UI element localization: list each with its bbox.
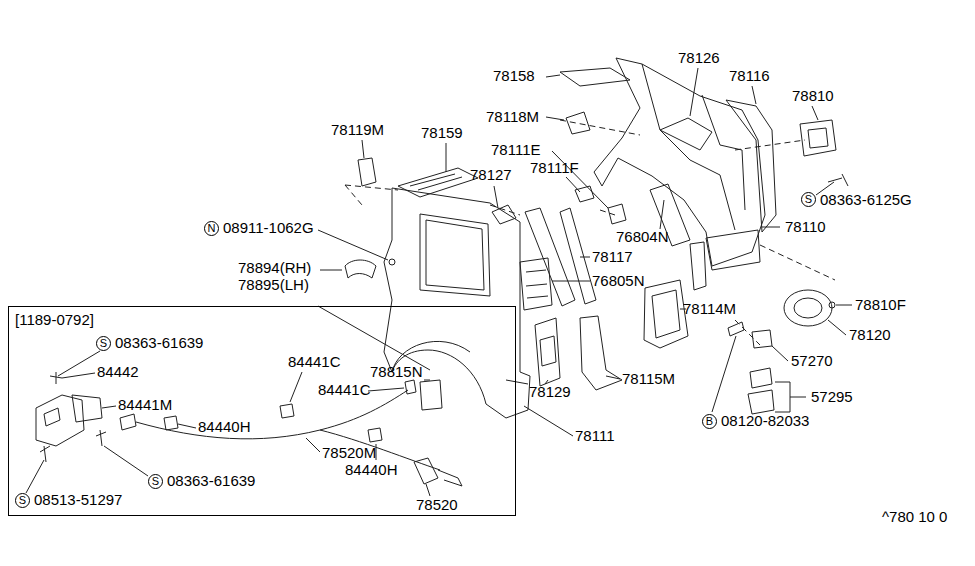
callout-number: 08120-82033 — [721, 412, 809, 430]
circled-letter: S — [96, 336, 111, 351]
circled-letter: S — [148, 474, 163, 489]
callout-number: 57270 — [791, 352, 833, 370]
callout-number: 08513-51297 — [34, 491, 122, 509]
callout-number: 84441C — [288, 353, 341, 371]
symbol-letter: N — [208, 223, 216, 234]
callout-number: 08363-61639 — [167, 472, 255, 490]
symbol-letter: B — [706, 416, 713, 427]
callout-number: 84440H — [198, 418, 251, 436]
callout-number: 78111F — [530, 159, 579, 177]
callout-number: 78895(LH) — [238, 276, 309, 294]
callout-number: 78158 — [493, 67, 535, 85]
callout-number: 78120 — [849, 326, 891, 344]
callout-number: 78115M — [622, 370, 675, 388]
symbol-letter: S — [19, 495, 26, 506]
callout-number: 78129 — [529, 383, 571, 401]
callout-number: 78111E — [491, 141, 541, 159]
callout-number: 84440H — [345, 461, 398, 479]
circled-letter: B — [702, 414, 717, 429]
symbol-letter: S — [805, 194, 812, 205]
callout-number: 08911-1062G — [223, 219, 314, 237]
callout-number: 84442 — [97, 363, 139, 381]
circled-letter: S — [15, 493, 30, 508]
callout-number: 78159 — [421, 124, 463, 142]
callout-number: 78126 — [678, 49, 720, 67]
callout-number: 78810 — [792, 87, 834, 105]
callout-number: 78117 — [592, 248, 633, 266]
circled-letter: N — [204, 221, 219, 236]
callout-number: 84441C — [318, 381, 371, 399]
inset-range: [1189-0792] — [15, 311, 94, 329]
callout-number: 78520 — [416, 496, 458, 514]
callout-number: 78127 — [470, 166, 512, 184]
detail-inset-box: [1189-0792] S S S — [8, 306, 516, 516]
callout-number: ^780 10 0 — [882, 508, 947, 526]
callout-number: 78894(RH) — [238, 259, 311, 277]
callout-number: 78111 — [575, 427, 615, 445]
callout-number: 78118M — [486, 108, 539, 126]
callout-number: 78810F — [855, 296, 906, 314]
callout-number: 84441M — [118, 396, 172, 414]
circled-letter: S — [801, 192, 816, 207]
callout-number: 76805N — [592, 272, 645, 290]
callout-number: 78116 — [729, 67, 770, 85]
callout-number: 57295 — [811, 388, 853, 406]
callout-number: 78520M — [322, 444, 376, 462]
callout-number: 78110 — [785, 218, 826, 236]
callout-number: 08363-61639 — [115, 334, 203, 352]
callout-number: 78119M — [331, 121, 384, 139]
symbol-letter: S — [152, 476, 159, 487]
callout-number: 78815N — [370, 363, 423, 381]
callout-number: 76804N — [616, 228, 669, 246]
callout-number: 78114M — [683, 300, 736, 318]
symbol-letter: S — [100, 338, 107, 349]
callout-number: 08363-6125G — [820, 191, 912, 209]
